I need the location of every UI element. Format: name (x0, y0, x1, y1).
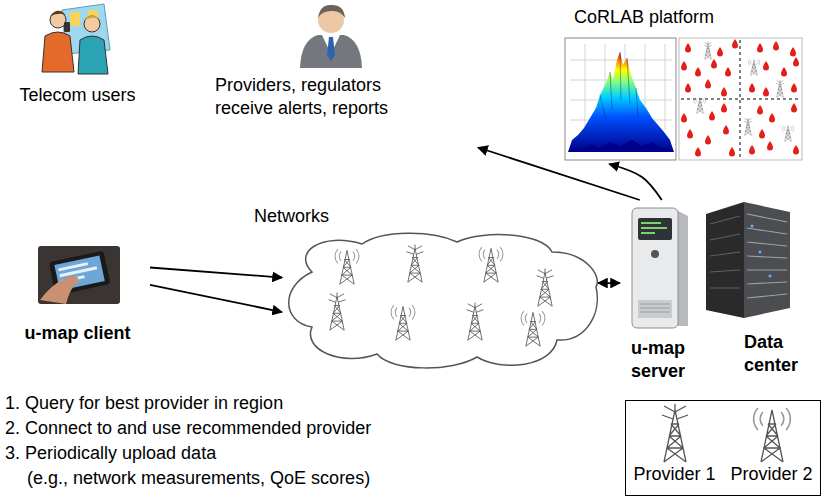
step-item: 3. Periodically upload data (e.g., netwo… (5, 441, 397, 491)
stakeholder-group: Providers, regulators receive alerts, re… (210, 2, 478, 152)
phone-photo (38, 246, 120, 304)
step-list: 1. Query for best provider in region 2. C… (5, 391, 397, 491)
legend-item: Provider 1 (626, 401, 723, 495)
legend-item: Provider 2 (723, 401, 820, 495)
node-label: Telecom users (19, 84, 135, 107)
node-label: Data center (744, 331, 814, 376)
cloud-shape (289, 233, 598, 368)
step-item: 1. Query for best provider in region (5, 391, 397, 416)
tower-icon (329, 293, 346, 331)
cloud-outline (282, 232, 598, 370)
data-center-photo (706, 202, 790, 318)
server-device: u-map server (620, 200, 696, 385)
tower-icon (521, 311, 545, 346)
legend-box: Provider 1 Provider 2 (625, 400, 821, 496)
node-label: u-map client (24, 322, 130, 345)
step-item: 2. Connect to and use recommended provid… (5, 416, 397, 441)
tower-icon (335, 249, 359, 284)
connector-arrow (150, 285, 282, 312)
tower-icon (662, 404, 688, 462)
node-label: u-map server (623, 337, 693, 382)
step-text: 2. Connect to and use recommended provid… (5, 418, 371, 438)
step-text: 1. Query for best provider in region (5, 393, 283, 413)
client-device: u-map client (5, 242, 150, 344)
connector-arrow (150, 268, 282, 278)
telecom-users-icon (42, 4, 110, 74)
legend-text: Provider 2 (730, 464, 812, 484)
node-label: Networks (254, 205, 329, 228)
connector-arrow (478, 148, 640, 201)
server-device (632, 208, 688, 328)
wrap-spacer (237, 441, 397, 466)
node-label: CoRLAB platform (574, 6, 714, 29)
connector-arrow (609, 164, 662, 200)
data-center: Data center (702, 196, 814, 386)
tower-icon (537, 269, 554, 307)
person-icon (300, 5, 362, 68)
surface-plot (565, 38, 676, 160)
legend-text: Provider 1 (633, 464, 715, 484)
tower-icon (407, 245, 424, 283)
network-cloud: Networks (282, 232, 598, 370)
step-text: 3. Periodically upload data (e.g., netwo… (5, 443, 370, 488)
tower-icon (754, 408, 791, 462)
tower-icon (479, 247, 503, 282)
tower-icon (467, 303, 484, 341)
user-group: Telecom users (5, 2, 150, 106)
connector-arrow (598, 282, 620, 284)
coverage-map (679, 38, 802, 160)
tower-icon (391, 305, 415, 340)
platform-panel: CoRLAB platform (560, 2, 806, 164)
node-label: Providers, regulators receive alerts, re… (215, 74, 420, 119)
